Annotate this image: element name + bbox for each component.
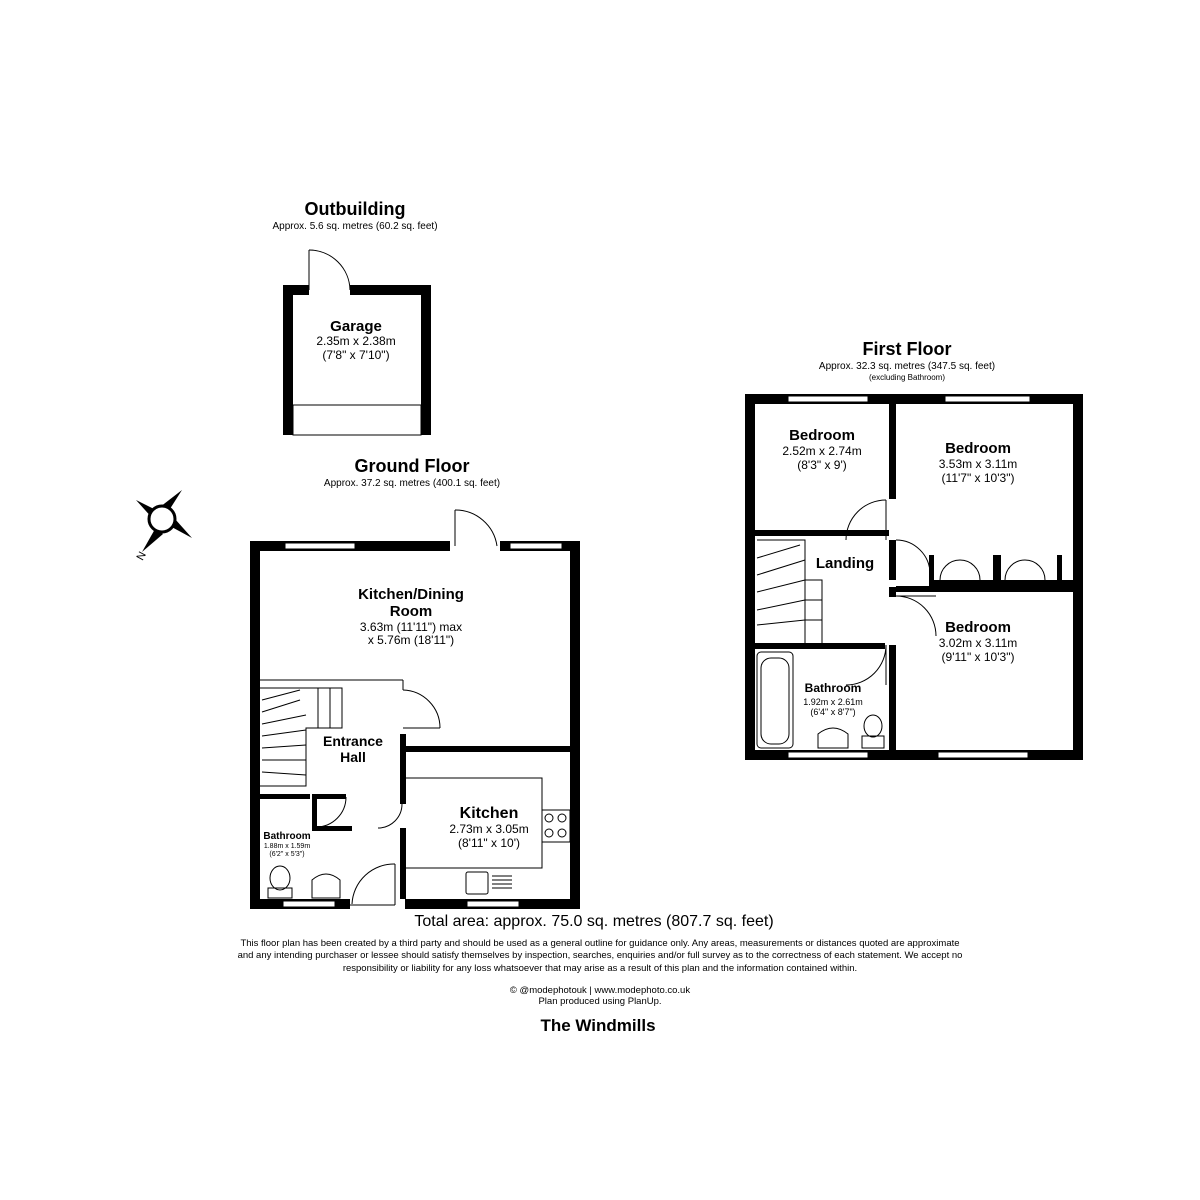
disclaimer-text: This floor plan has been created by a th… (237, 938, 963, 974)
kitchen-dining-metric: 3.63m (11'11") max (359, 620, 463, 634)
bedroom-1-metric: 2.52m x 2.74m (782, 444, 862, 458)
outbuilding-area: Approx. 5.6 sq. metres (60.2 sq. feet) (272, 221, 438, 232)
ground-floor-area: Approx. 37.2 sq. metres (400.1 sq. feet) (323, 478, 501, 489)
outbuilding-title: Outbuilding (304, 199, 406, 219)
first-bathroom-name: Bathroom (804, 681, 862, 695)
kitchen-metric: 2.73m x 3.05m (449, 822, 529, 836)
bedroom-1-name: Bedroom (789, 427, 855, 444)
kitchen-imperial: (8'11" x 10') (458, 836, 520, 850)
bedroom-3-metric: 3.02m x 3.11m (938, 636, 1018, 650)
bedroom-3-imperial: (9'11" x 10'3") (941, 650, 1015, 664)
first-floor-area-note: (excluding Bathroom) (868, 373, 946, 382)
garage-walls (283, 285, 431, 435)
compass-rose-icon (136, 490, 192, 552)
credit-text: © @modephotouk | www.modephoto.co.uk (509, 985, 691, 996)
kitchen-dining-name-2: Room (389, 603, 433, 620)
ground-bathroom-imperial: (6'2" x 5'3") (269, 851, 305, 858)
entrance-hall-name-2: Hall (340, 749, 366, 765)
garage-name: Garage (330, 318, 382, 335)
first-bathroom-imperial: (6'4" x 8'7") (810, 707, 856, 717)
kitchen-dining-name-1: Kitchen/Dining (358, 586, 464, 603)
total-area: Total area: approx. 75.0 sq. metres (807… (414, 913, 774, 930)
bedroom-2-name: Bedroom (945, 440, 1011, 457)
bedroom-3-name: Bedroom (945, 619, 1011, 636)
garage-door-opening (292, 249, 422, 436)
property-name: The Windmills (540, 1016, 656, 1035)
first-floor-area: Approx. 32.3 sq. metres (347.5 sq. feet) (818, 361, 996, 372)
kitchen-dining-metric-2: x 5.76m (18'11") (367, 633, 455, 647)
first-floor-title: First Floor (862, 339, 952, 359)
first-floor-walls (745, 394, 1083, 760)
kitchen-name: Kitchen (459, 805, 519, 822)
ground-bathroom-name: Bathroom (263, 831, 311, 842)
ground-floor-lines (260, 509, 571, 908)
first-bathroom-metric: 1.92m x 2.61m (803, 697, 863, 707)
produced-text: Plan produced using PlanUp. (538, 996, 662, 1007)
ground-bathroom-metric: 1.88m x 1.59m (263, 843, 311, 850)
bedroom-2-imperial: (11'7" x 10'3") (941, 471, 1015, 485)
bedroom-2-metric: 3.53m x 3.11m (938, 457, 1018, 471)
garage-metric: 2.35m x 2.38m (316, 334, 396, 348)
bedroom-1-imperial: (8'3" x 9') (797, 458, 847, 472)
first-floor-lines (756, 395, 1046, 759)
landing-name: Landing (815, 555, 875, 572)
entrance-hall-name-1: Entrance (323, 733, 383, 749)
ground-floor-title: Ground Floor (354, 456, 470, 476)
garage-imperial: (7'8" x 7'10") (322, 348, 390, 362)
